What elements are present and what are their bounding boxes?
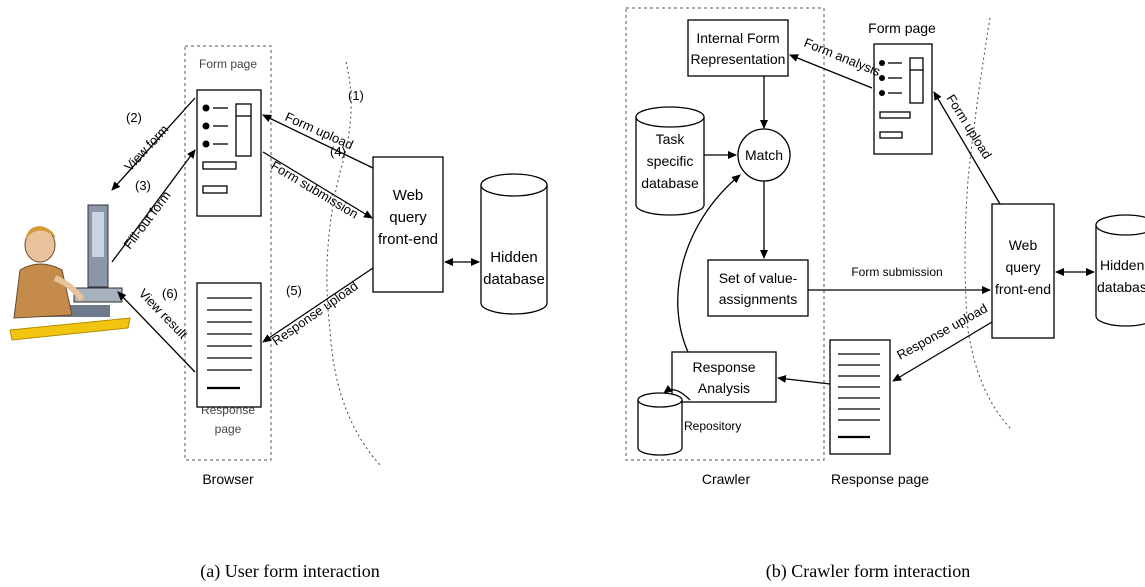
fill-out-form-label: Fill-out form [120, 188, 173, 252]
form-page-label-right: Form page [868, 20, 936, 36]
step-5-label: (5) [286, 283, 302, 298]
crawler-form-interaction-diagram: Crawler Internal Form Representation Tas… [625, 7, 1145, 582]
match-label: Match [745, 147, 783, 163]
internal-form-label-2: Representation [691, 51, 786, 67]
hidden-database-right-label-2: databas [1097, 279, 1145, 295]
form-upload-arrow-right [933, 91, 1001, 205]
response-upload-arrow [262, 267, 374, 343]
set-label-1: Set of value- [719, 270, 798, 286]
form-analysis-arrow [789, 54, 873, 89]
web-query-front-end-box-right [991, 203, 1055, 339]
hidden-database-label-1: Hidden [490, 249, 538, 266]
task-db-label-3: database [641, 175, 699, 191]
form-submission-label-right: Form submission [851, 265, 942, 279]
response-page-document-right [829, 339, 891, 455]
response-page-label-2: page [215, 422, 242, 436]
web-query-label-1: Web [393, 187, 424, 204]
response-page-document [196, 282, 262, 408]
task-specific-database-cylinder [635, 106, 705, 216]
browser-region [184, 45, 272, 461]
view-result-arrow [117, 291, 196, 373]
response-upload-arrow-right [892, 321, 993, 382]
step-2-label: (2) [126, 110, 142, 125]
hidden-database-cylinder [480, 173, 548, 315]
right-boundary-curve [964, 17, 1013, 431]
step-3-label: (3) [135, 178, 151, 193]
browser-label: Browser [202, 471, 254, 487]
right-caption: (b) Crawler form interaction [766, 561, 970, 582]
left-caption: (a) User form interaction [200, 561, 379, 582]
hidden-database-right-label-1: Hidden [1100, 257, 1144, 273]
hidden-database-cylinder-right [1095, 214, 1145, 327]
analysis-feedback-arrow [677, 174, 741, 353]
left-boundary-curve [326, 61, 381, 466]
form-submission-label: Form submission [268, 158, 361, 222]
response-analysis-label-2: Analysis [698, 380, 750, 396]
form-upload-arrow [262, 114, 374, 169]
user-at-computer-illustration [9, 204, 131, 341]
step-4-label: (4) [330, 144, 346, 159]
web-query-right-label-2: query [1005, 259, 1040, 275]
form-page-document-right [873, 43, 933, 155]
response-upload-label: Response upload [269, 278, 361, 348]
form-submission-arrow [262, 151, 373, 219]
fill-out-form-arrow [111, 149, 196, 263]
crawler-label: Crawler [702, 471, 751, 487]
form-page-document [196, 89, 262, 217]
web-query-right-label-1: Web [1009, 237, 1038, 253]
repository-label: Repository [684, 419, 741, 433]
internal-form-label-1: Internal Form [696, 30, 779, 46]
internal-form-representation-box [687, 19, 789, 77]
response-analysis-label-1: Response [692, 359, 755, 375]
task-db-label-2: specific [647, 153, 694, 169]
response-analysis-box [671, 351, 777, 403]
form-analysis-label: Form analysis [802, 35, 883, 79]
set-label-2: assignments [719, 291, 798, 307]
task-db-label-1: Task [656, 131, 686, 147]
repository-cylinder [637, 392, 683, 456]
view-form-label: View form [121, 122, 171, 174]
form-page-label: Form page [199, 57, 257, 71]
web-query-right-label-3: front-end [995, 281, 1051, 297]
set-of-value-assignments-box [707, 259, 809, 317]
crawler-region [625, 7, 825, 461]
user-form-interaction-diagram: Form page Response page Browser [9, 45, 548, 582]
view-form-arrow [111, 97, 196, 191]
web-query-label-2: query [389, 209, 427, 226]
page-to-analysis-arrow [777, 374, 831, 385]
hidden-database-label-2: database [483, 271, 545, 288]
response-page-label-right: Response page [831, 471, 929, 487]
step-1-label: (1) [348, 88, 364, 103]
web-query-label-3: front-end [378, 231, 438, 248]
step-6-label: (6) [162, 286, 178, 301]
analysis-to-repository-arrow [663, 385, 691, 401]
web-query-front-end-box [372, 156, 444, 293]
